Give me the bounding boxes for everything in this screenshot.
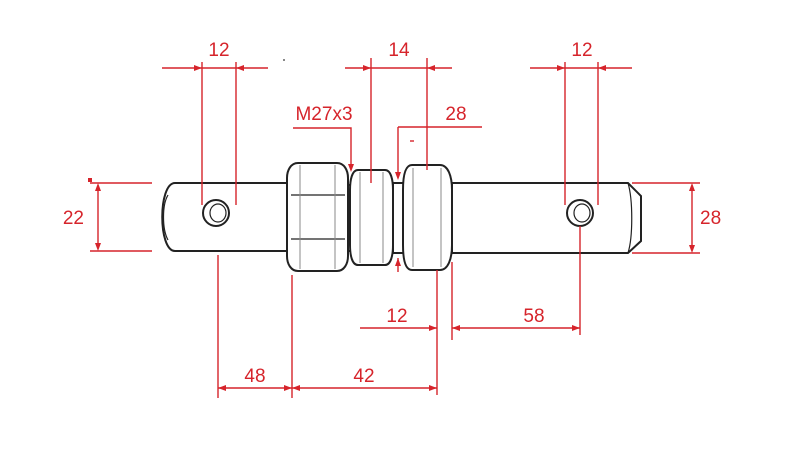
left-length-label: 48 — [244, 366, 265, 387]
left-pin-hole — [202, 199, 230, 227]
lift-pin-part — [161, 162, 642, 272]
nut-width-label: 14 — [388, 40, 410, 61]
collar — [402, 164, 453, 271]
dimension-labels: 12 14 12 M27x3 28 22 28 12 58 48 42 — [63, 40, 721, 387]
left-shaft-diameter-label: 22 — [63, 208, 84, 229]
right-shaft — [451, 182, 642, 254]
collar-diameter-label: 28 — [445, 104, 466, 125]
hole-right-width-label: 12 — [571, 40, 592, 61]
collar-width-label: 12 — [386, 306, 407, 327]
collar-to-hole-label: 58 — [523, 306, 544, 327]
dimension-lines — [88, 58, 700, 398]
washer — [349, 169, 394, 266]
hole-left-width-label: 12 — [208, 40, 229, 61]
thread-spec-label: M27x3 — [295, 104, 352, 125]
hex-nut — [286, 162, 349, 272]
nut-to-collar-label: 42 — [353, 366, 374, 387]
right-shaft-diameter-label: 28 — [700, 208, 721, 229]
